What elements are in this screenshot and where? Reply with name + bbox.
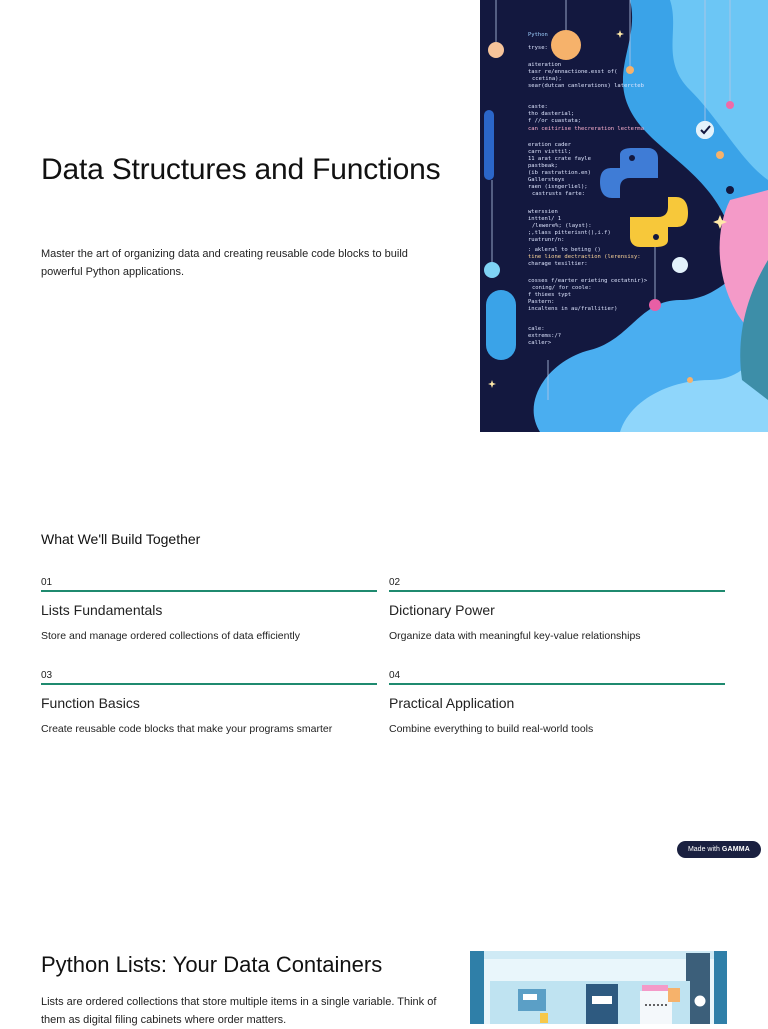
svg-text:castrusts farte:: castrusts farte:	[532, 191, 585, 197]
svg-text:Gallersteys: Gallersteys	[528, 177, 564, 183]
svg-text:aiteration: aiteration	[528, 62, 561, 68]
svg-text:extrems:/?: extrems:/?	[528, 333, 561, 339]
svg-text:ruatrunr/n:: ruatrunr/n:	[528, 237, 564, 243]
svg-text:carn visttil;: carn visttil;	[528, 149, 571, 155]
feature-card: 01 Lists Fundamentals Store and manage o…	[41, 576, 377, 644]
card-number: 04	[389, 670, 401, 681]
card-divider	[389, 590, 725, 592]
feature-card: 02 Dictionary Power Organize data with m…	[389, 576, 725, 644]
card-description: Store and manage ordered collections of …	[41, 630, 300, 642]
svg-text:charage tesiltier:: charage tesiltier:	[528, 261, 588, 267]
svg-text:caller>: caller>	[528, 340, 552, 346]
checkmark-icon	[696, 121, 714, 139]
svg-text:f //or cuastata;: f //or cuastata;	[528, 118, 581, 124]
svg-text:cale:: cale:	[528, 326, 545, 332]
svg-text:raen (isngerliel);: raen (isngerliel);	[528, 184, 588, 190]
svg-text:Python: Python	[528, 32, 548, 38]
svg-text:tho dasterial;: tho dasterial;	[528, 111, 574, 117]
card-title: Dictionary Power	[389, 602, 495, 618]
sparkle-icon	[488, 30, 727, 388]
svg-text:: akleral to beting (): : akleral to beting ()	[528, 247, 601, 253]
card-title: Function Basics	[41, 695, 140, 711]
svg-text:coning/ for coole:: coning/ for coole:	[532, 285, 592, 291]
feature-card: 04 Practical Application Combine everyth…	[389, 669, 725, 737]
card-description: Organize data with meaningful key-value …	[389, 630, 641, 642]
section-title-build: What We'll Build Together	[41, 531, 201, 547]
card-divider	[41, 590, 377, 592]
svg-text:inttenl/ 1: inttenl/ 1	[528, 216, 561, 222]
svg-text:11 arat crate fayle: 11 arat crate fayle	[528, 156, 591, 162]
hero-description: Master the art of organizing data and cr…	[41, 248, 408, 278]
card-divider	[389, 683, 725, 685]
svg-text:pastbeak;: pastbeak;	[528, 163, 558, 169]
card-description: Create reusable code blocks that make yo…	[41, 723, 333, 735]
svg-text:(ib rastrattion.en): (ib rastrattion.en)	[528, 170, 591, 176]
svg-text:;,tlass pitterisnt(),i.f): ;,tlass pitterisnt(),i.f)	[528, 230, 611, 236]
hero-illustration: Python tryse: aiteration tasr re/ennacti…	[480, 0, 768, 432]
svg-text:Pastern:: Pastern:	[528, 299, 555, 305]
svg-text:cosses f/earter erieting cecta: cosses f/earter erieting cectatnir)>	[528, 278, 648, 284]
feature-card: 03 Function Basics Create reusable code …	[41, 669, 377, 737]
filing-cabinet-illustration	[470, 951, 727, 1024]
svg-text:caste:: caste:	[528, 104, 548, 110]
svg-text:ccetina);: ccetina);	[532, 76, 562, 82]
card-title: Lists Fundamentals	[41, 602, 163, 618]
svg-text:can ceitirise thecreration lec: can ceitirise thecreration lecterma	[528, 126, 644, 132]
card-description: Combine everything to build real-world t…	[389, 723, 594, 735]
svg-text:incaltens in au/frallitier): incaltens in au/frallitier)	[528, 306, 617, 312]
card-number: 01	[41, 577, 53, 588]
card-title: Practical Application	[389, 695, 515, 711]
svg-text:sear(dutcan canlerations) late: sear(dutcan canlerations) latercteb	[528, 83, 644, 89]
svg-text:eration cader: eration cader	[528, 142, 572, 148]
svg-text:tryse:: tryse:	[528, 45, 548, 51]
hero-title: Data Structures and Functions	[41, 153, 441, 186]
svg-text:f thiees typt: f thiees typt	[528, 292, 571, 298]
svg-text:tine lione dectraction (lerens: tine lione dectraction (lerensisy:	[528, 254, 641, 260]
lists-section-description: Lists are ordered collections that store…	[41, 996, 437, 1026]
svg-text:tasr re/ennactione.esst of(: tasr re/ennactione.esst of(	[528, 69, 617, 75]
card-divider	[41, 683, 377, 685]
gamma-logo: GAMMA	[721, 846, 751, 853]
python-logo-icon	[600, 148, 688, 247]
made-with-gamma-badge[interactable]: Made with GAMMA	[677, 841, 761, 858]
svg-text:wterssien: wterssien	[528, 209, 558, 215]
badge-prefix: Made with	[687, 846, 720, 853]
lists-section-title: Python Lists: Your Data Containers	[41, 952, 383, 977]
svg-text:/lewere%; (layst):: /lewere%; (layst):	[532, 223, 592, 229]
card-number: 03	[41, 670, 53, 681]
card-number: 02	[389, 577, 401, 588]
